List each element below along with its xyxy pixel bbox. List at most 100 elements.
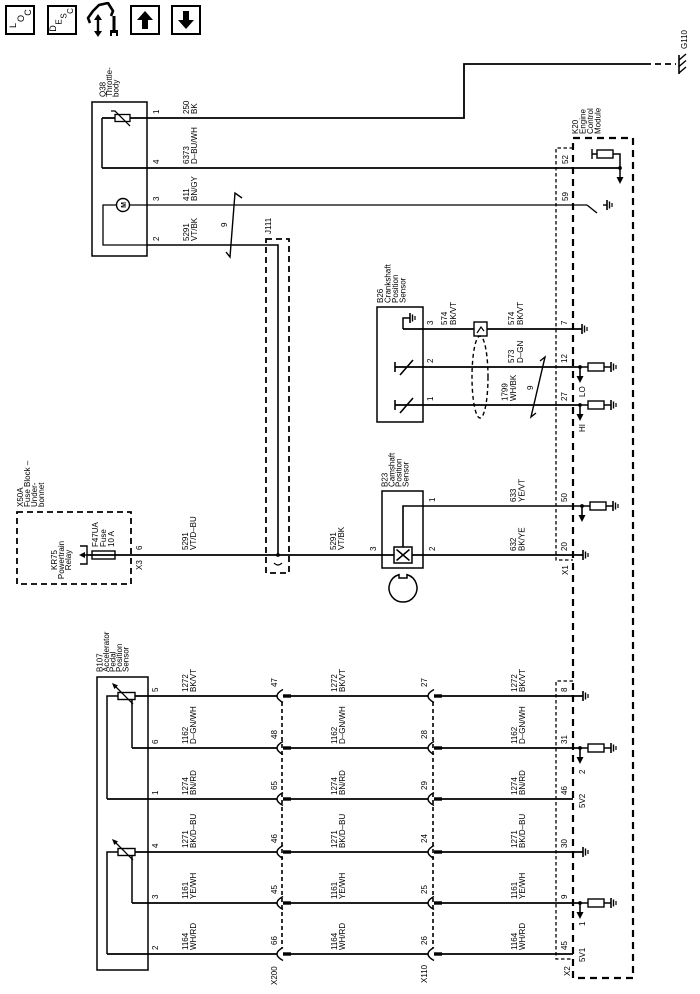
ground-icon <box>610 362 617 372</box>
connector-x2-boundary <box>555 680 573 960</box>
pin-number: 6 <box>135 545 144 550</box>
connector-pin-icon <box>427 740 442 756</box>
component-label: X50A <box>16 487 25 507</box>
circuit-number: 1164 <box>510 932 519 950</box>
loc-button[interactable]: L O C <box>5 5 35 35</box>
sensor-slash <box>111 110 131 127</box>
bundle-wire-count: 9 <box>526 385 535 390</box>
pull-resistor-to-ground <box>578 501 619 522</box>
connector-socket <box>427 844 435 860</box>
ecm-pin-number: 30 <box>560 839 569 848</box>
wiper-arrowhead <box>112 839 118 845</box>
wire-color: BK/D–BU <box>518 814 527 848</box>
signal-label: 5V1 <box>578 947 587 962</box>
ecm-internal-circuits <box>586 149 624 214</box>
connector-pin-icon <box>427 844 442 860</box>
crankshaft-position-sensor-b26 <box>376 306 617 423</box>
wire-color: VT/BK <box>337 526 346 550</box>
wiper-arrow <box>115 842 134 861</box>
wire-color: YE/WH <box>189 873 198 899</box>
circuit-number: 574 <box>440 311 449 325</box>
pin-number: 1 <box>428 497 437 502</box>
connector-pin-icon <box>276 791 291 807</box>
pin-number: 4 <box>151 843 160 848</box>
ecm-pin-number: 7 <box>560 320 569 325</box>
circuit-number: 1271 <box>510 830 519 848</box>
circuit-number: 1161 <box>181 881 190 899</box>
wire-color: BN/GY <box>190 175 199 201</box>
page-down-button[interactable] <box>171 5 201 35</box>
circuit-number: 1164 <box>181 932 190 950</box>
connector-socket <box>276 895 284 911</box>
ground-icon <box>610 743 617 753</box>
ground-icon <box>610 898 617 908</box>
connector-pin-number: 24 <box>420 834 429 843</box>
connector-pin-icon <box>427 946 442 962</box>
wire-color: D–GN/WH <box>518 706 527 744</box>
arrow-head <box>576 376 584 383</box>
component-label: B23 <box>381 472 390 487</box>
relay-label: KR75 <box>50 549 59 570</box>
pin-number: 3 <box>152 196 161 201</box>
connector-pin-number: 28 <box>420 730 429 739</box>
connector-pin-icon <box>276 895 291 911</box>
circuit-number: 1799 <box>501 383 510 401</box>
ecm-boundary <box>571 136 635 980</box>
wire-color: BK/VT <box>516 302 525 325</box>
wire-color: BK/D–BU <box>338 814 347 848</box>
arrow-down-icon <box>576 748 584 764</box>
wire <box>613 153 621 178</box>
connector-pin-icon <box>427 688 442 704</box>
fuse-label: 10 A <box>107 530 116 547</box>
throttle-body-wiring <box>101 53 687 555</box>
ground-icon <box>582 691 589 701</box>
circuit-number: 632 <box>509 537 518 551</box>
circuit-number: 573 <box>507 349 516 363</box>
shield-drain-mark <box>476 325 485 334</box>
component-locator-button[interactable] <box>85 2 123 38</box>
chassis-ground-icon <box>678 53 687 74</box>
circuit-number: 1162 <box>510 726 519 744</box>
pedal-wire-row <box>132 895 617 919</box>
wire-color: YE/VT <box>518 479 527 502</box>
wire-color: BK/VT <box>189 669 198 692</box>
pull-resistor-to-ground <box>576 743 617 764</box>
wire-color: BN/RD <box>518 770 527 795</box>
wire-color: D–BU/WH <box>190 127 199 164</box>
arrow-down-icon <box>578 506 586 522</box>
potentiometer-icon <box>117 691 136 701</box>
resistor-icon <box>587 898 605 908</box>
ground-slash <box>678 53 687 61</box>
resistor-icon <box>587 400 605 410</box>
component-box <box>381 490 424 569</box>
wire-color: D–GN <box>516 341 525 363</box>
internal-wire <box>102 204 147 246</box>
ecm-pin-number: 20 <box>560 542 569 551</box>
internal-wire <box>106 695 118 799</box>
ecm-pin-number: 8 <box>560 687 569 692</box>
hall-element-slash <box>399 359 414 376</box>
component-label: Crankshaft <box>384 264 393 303</box>
component-label: Position <box>391 275 400 303</box>
internal-wire <box>106 851 118 954</box>
component-label: Position <box>395 459 404 487</box>
component-label: Sensor <box>122 646 131 672</box>
loc-letter: O <box>16 14 27 23</box>
wire-bundle-break-icon <box>529 355 547 419</box>
pull-resistor-to-ground <box>576 898 617 919</box>
desc-button[interactable]: D E S C <box>47 5 77 35</box>
pedal-wire-row <box>135 844 589 860</box>
reluctor-wheel-icon <box>388 573 418 603</box>
wire-color: VT/BK <box>190 217 199 241</box>
wire-color: BK/VT <box>449 302 458 325</box>
component-label: B107 <box>96 653 105 672</box>
circuit-number: 1162 <box>330 726 339 744</box>
connector-label-x110: X110 <box>420 964 429 983</box>
circuit-number: 574 <box>507 311 516 325</box>
ecm-pin-number: 59 <box>561 192 570 201</box>
pin-number: 3 <box>369 546 378 551</box>
ecm-label: Control <box>586 108 595 134</box>
page-up-button[interactable] <box>130 5 160 35</box>
resistor-icon <box>596 149 614 159</box>
